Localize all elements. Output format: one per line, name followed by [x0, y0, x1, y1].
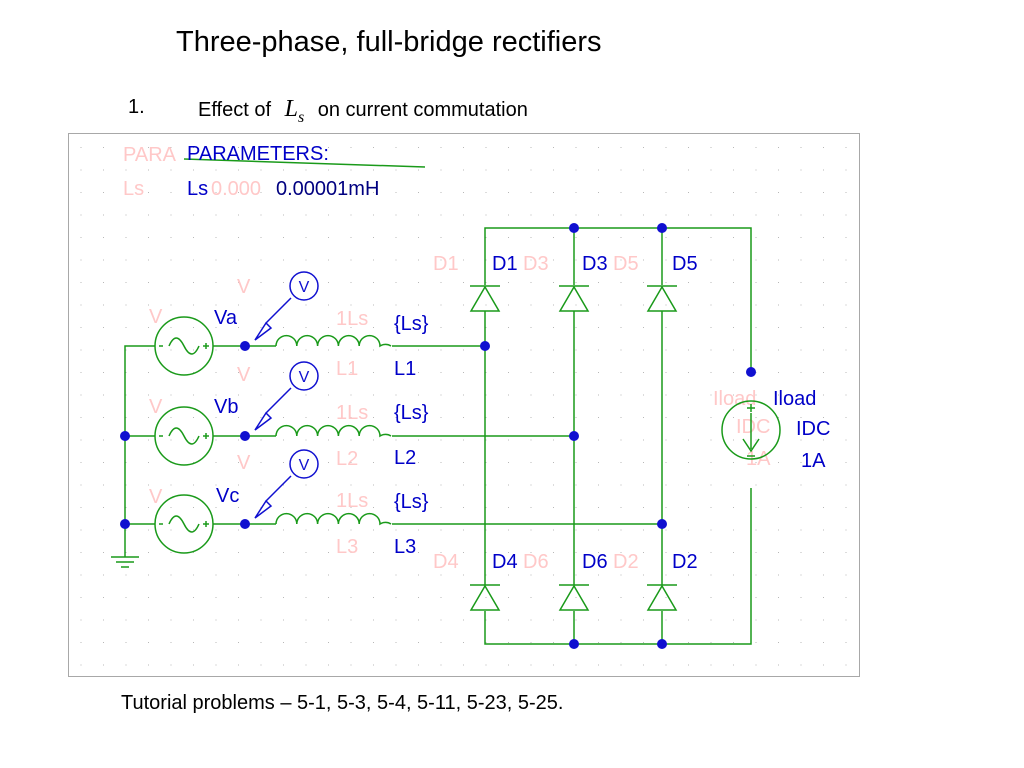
ghost-load-name: Iload: [713, 388, 756, 410]
ghost-param-name: Ls: [123, 178, 144, 200]
source-label-b: Vb: [214, 396, 238, 418]
diode-icon-d2: [646, 584, 678, 611]
ghost-ind-value-2: 1Ls: [336, 402, 368, 424]
diode-label-d4: D4: [492, 551, 518, 573]
inductor-name-3: L3: [394, 536, 416, 558]
junction-dots: [120, 223, 756, 649]
dot-grid: [69, 134, 861, 678]
item-text-after: on current commutation: [317, 99, 528, 121]
param-name: Ls: [187, 178, 208, 200]
inductors: [275, 334, 392, 526]
schematic-canvas: PARA Ls 0.000 V V V V V V 1Ls L1 1Ls L2 …: [69, 134, 861, 678]
ghost-diode-top-3: D5: [613, 253, 639, 275]
wires: [124, 158, 752, 645]
source-label-a: Va: [214, 307, 238, 329]
current-source-icon: [721, 400, 781, 460]
ghost-source-c: V: [149, 486, 163, 508]
ghost-probe-a: V: [237, 276, 251, 298]
ghost-diode-top-2: D3: [523, 253, 549, 275]
ghost-diode-bottom-3: D2: [613, 551, 639, 573]
load-value: 1A: [801, 450, 826, 472]
parameters-header: PARAMETERS:: [187, 143, 329, 165]
diodes: [469, 285, 678, 611]
voltage-probe-icon-a: [254, 271, 319, 341]
inductor-value-2: {Ls}: [394, 402, 429, 424]
ghost-labels: PARA Ls 0.000 V V V V V V 1Ls L1 1Ls L2 …: [123, 144, 771, 573]
inductor-value-1: {Ls}: [394, 313, 429, 335]
ghost-source-a: V: [149, 306, 163, 328]
diode-icon-d1: [469, 285, 501, 312]
tutorial-problems: Tutorial problems – 5-1, 5-3, 5-4, 5-11,…: [121, 692, 564, 714]
diode-label-d3: D3: [582, 253, 608, 275]
probe-letters: V V V: [299, 279, 310, 474]
voltage-probes: [254, 271, 319, 519]
ghost-probe-b: V: [237, 364, 251, 386]
diode-icon-d5: [646, 285, 678, 312]
diode-label-d2: D2: [672, 551, 698, 573]
source-label-c: Vc: [216, 485, 239, 507]
inductance-symbol: Ls: [284, 96, 305, 126]
ghost-param-value: 0.000: [211, 178, 261, 200]
ghost-ind-value-3: 1Ls: [336, 490, 368, 512]
inductor-icon-l1: [275, 334, 392, 348]
probe-letter-c: V: [299, 457, 310, 474]
voltage-probe-icon-c: [254, 449, 319, 519]
diode-label-d6: D6: [582, 551, 608, 573]
inductor-icon-l2: [275, 424, 392, 438]
ghost-ind-value-1: 1Ls: [336, 308, 368, 330]
ghost-load-type: IDC: [736, 416, 770, 438]
positive-bus: [484, 227, 752, 372]
diode-label-d5: D5: [672, 253, 698, 275]
ghost-diode-bottom-2: D6: [523, 551, 549, 573]
diode-icon-d4: [469, 584, 501, 611]
schematic-labels: PARAMETERS: Ls 0.00001mH Va Vb Vc {Ls} L…: [187, 143, 830, 573]
inductor-name-1: L1: [394, 358, 416, 380]
probe-letter-b: V: [299, 369, 310, 386]
diode-label-d1: D1: [492, 253, 518, 275]
ghost-diode-top-1: D1: [433, 253, 459, 275]
ghost-load-value: 1A: [746, 448, 771, 470]
ac-source-icon-a: [154, 316, 214, 376]
rectifier-schematic: PARA Ls 0.000 V V V V V V 1Ls L1 1Ls L2 …: [68, 133, 861, 678]
ghost-source-b: V: [149, 396, 163, 418]
item-number: 1.: [128, 96, 145, 118]
ghost-ind-name-1: L1: [336, 358, 358, 380]
inductor-value-3: {Ls}: [394, 491, 429, 513]
probe-letter-a: V: [299, 279, 310, 296]
ac-sources: [154, 316, 214, 554]
inductor-name-2: L2: [394, 447, 416, 469]
inductor-icon-l3: [275, 512, 392, 526]
ac-source-icon-b: [154, 406, 214, 466]
ghost-diode-bottom-1: D4: [433, 551, 459, 573]
negative-bus: [484, 488, 752, 645]
item-text-before: Effect of: [198, 99, 272, 121]
item-heading: Effect of Ls on current commutation: [198, 96, 528, 127]
voltage-probe-icon-b: [254, 361, 319, 431]
diode-icon-d6: [558, 584, 590, 611]
diode-icon-d3: [558, 285, 590, 312]
param-value: 0.00001mH: [276, 178, 379, 200]
ghost-param-header: PARA: [123, 144, 177, 166]
ghost-probe-c: V: [237, 452, 251, 474]
slide-title: Three-phase, full-bridge rectifiers: [176, 26, 602, 58]
ghost-ind-name-3: L3: [336, 536, 358, 558]
parameters-underline: [183, 158, 426, 168]
load-name: Iload: [773, 388, 816, 410]
load-type: IDC: [796, 418, 830, 440]
ac-source-icon-c: [154, 494, 214, 554]
ground-icon: [111, 556, 139, 568]
ghost-ind-name-2: L2: [336, 448, 358, 470]
